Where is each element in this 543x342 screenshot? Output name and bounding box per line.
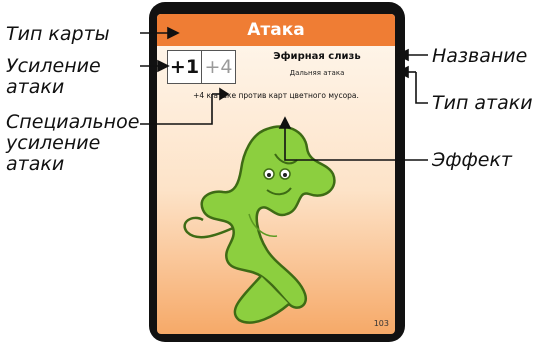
card: Атака +1 +4 Эфирная слизь Дальняя атака … xyxy=(149,2,405,342)
callout-attack-type: Тип атаки xyxy=(432,92,533,114)
arrowhead-effect xyxy=(278,116,292,129)
callout-special-bonus-line2: усиление xyxy=(6,132,101,154)
arrowhead-attack-bonus xyxy=(157,59,170,73)
arrow-attack-type xyxy=(415,72,428,104)
callout-card-type: Тип карты xyxy=(6,23,110,45)
arrowhead-card-type xyxy=(167,26,180,40)
callout-attack-bonus: Усиление атаки xyxy=(6,56,101,98)
callout-special-bonus-line1: Специальное xyxy=(6,111,140,133)
callout-name: Название xyxy=(432,45,528,67)
callout-effect: Эффект xyxy=(432,149,512,171)
callout-special-bonus-line3: атаки xyxy=(6,153,65,175)
callout-special-bonus: Специальное усиление атаки xyxy=(6,112,139,175)
card-type-header: Атака xyxy=(157,14,395,46)
arrow-effect xyxy=(284,125,428,161)
arrowhead-name xyxy=(396,48,409,62)
arrowhead-attack-type xyxy=(396,65,409,79)
callout-attack-bonus-line2: атаки xyxy=(6,76,65,98)
special-attack-bonus-box: +4 xyxy=(201,50,236,84)
card-face: Атака +1 +4 Эфирная слизь Дальняя атака … xyxy=(157,14,395,334)
arrow-special-bonus xyxy=(140,94,213,125)
callout-attack-bonus-line1: Усиление xyxy=(6,55,101,77)
arrowhead-special-bonus xyxy=(219,87,230,101)
green-slime-monster-icon xyxy=(183,125,336,324)
card-attack-type: Дальняя атака xyxy=(289,69,345,77)
card-effect-text: +4 к атаке против карт цветного мусора. xyxy=(193,91,359,100)
card-number: 103 xyxy=(373,319,389,328)
card-name: Эфирная слизь xyxy=(273,51,361,62)
